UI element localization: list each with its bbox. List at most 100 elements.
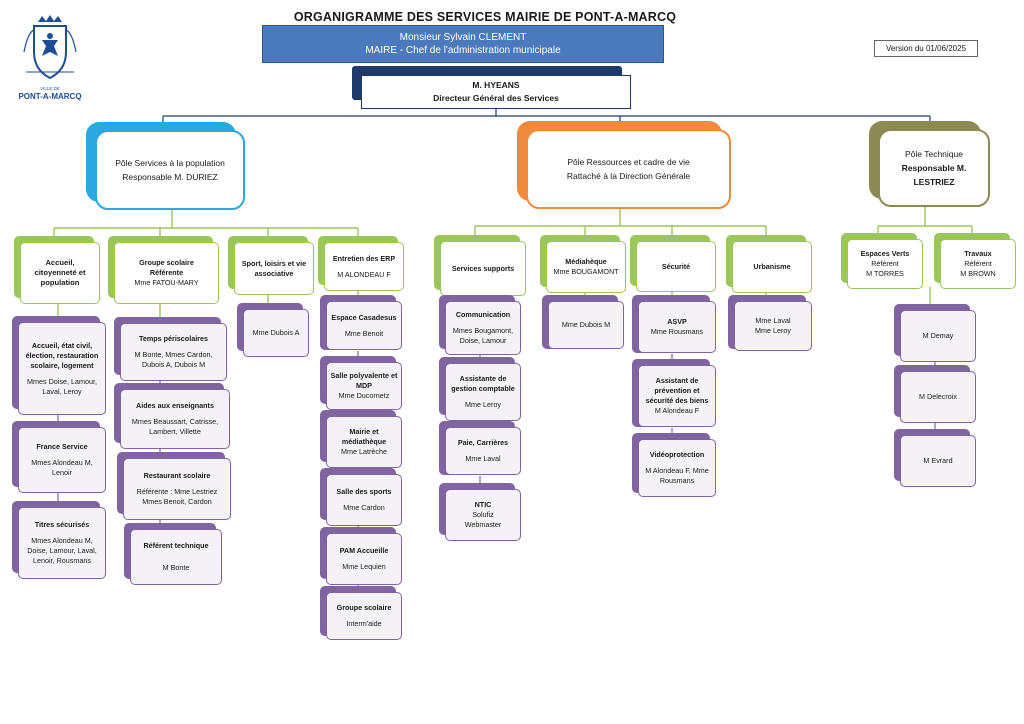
ref-tech-title: Référent technique bbox=[143, 541, 209, 550]
france-service-people: Mmes Alondeau M, Lenoir bbox=[31, 458, 93, 477]
entretien-erp: Entretien des ERP M ALONDEAU F bbox=[324, 242, 404, 291]
dgs-role: Directeur Général des Services bbox=[433, 93, 559, 103]
pole-ressources-head: Rattaché à la Direction Générale bbox=[566, 171, 691, 181]
communication-people: Mmes Bougamont, Doise, Lamour bbox=[452, 326, 514, 345]
sport-loisirs: Sport, loisirs et vie associative bbox=[234, 242, 314, 295]
communication-title: Communication bbox=[455, 310, 511, 319]
titres-securises: Titres sécurisés Mmes Alondeau M, Doise,… bbox=[18, 507, 106, 579]
accueil-etat-people: Mmes Doise, Lamour, Laval, Leroy bbox=[27, 376, 97, 396]
aides-title: Aides aux enseignants bbox=[136, 401, 214, 410]
restaurant-title: Restaurant scolaire bbox=[143, 471, 211, 480]
delecroix-name: M Delecroix bbox=[919, 392, 957, 401]
securite: Sécurité bbox=[636, 241, 716, 292]
communication: Communication Mmes Bougamont, Doise, Lam… bbox=[445, 301, 521, 355]
paie-people: Mme Laval bbox=[465, 454, 501, 463]
titres-people: Mmes Alondeau M, Doise, Lamour, Laval, L… bbox=[27, 536, 97, 565]
logo-town-name: PONT-A-MARCQ bbox=[18, 92, 82, 101]
france-service-title: France Service bbox=[36, 442, 88, 451]
restaurant-role: Référente : Mme Lestriez bbox=[136, 487, 218, 496]
urbanisme-person-2: Mme Leroy bbox=[755, 326, 791, 335]
pam-accueille: PAM Accueille Mme Lequien bbox=[326, 533, 402, 585]
videoprotection: Vidéoprotection M Alondeau F, Mme Rousma… bbox=[638, 439, 716, 497]
mayor-role: MAIRE - Chef de l'administration municip… bbox=[365, 45, 561, 56]
mairie-mediatheque: Mairie et médiathèque Mme Latrèche bbox=[326, 416, 402, 468]
sport-person: Mme Dubois A bbox=[243, 309, 309, 357]
ntic-line2: Solufiz bbox=[472, 510, 494, 519]
salle-polyvalente: Salle polyvalente et MDP Mme Ducornetz bbox=[326, 362, 402, 410]
mediatheque-people: Mme BOUGAMONT bbox=[553, 267, 619, 276]
accueil-etat-civil: Accueil, état civil, élection, restaurat… bbox=[18, 322, 106, 415]
salle-des-sports: Salle des sports Mme Cardon bbox=[326, 474, 402, 526]
pole-technique-title: Pôle Technique bbox=[905, 149, 963, 159]
page-title: ORGANIGRAMME DES SERVICES MAIRIE DE PONT… bbox=[293, 10, 677, 24]
pole-population: Pôle Services à la population Responsabl… bbox=[95, 130, 245, 210]
assistant-prev-people: M Alondeau F bbox=[654, 406, 700, 415]
referent-technique: Référent technique M Bonte bbox=[130, 529, 222, 585]
casadesus-people: Mme Benoit bbox=[344, 328, 384, 338]
paie-title: Paie, Carrières bbox=[457, 438, 509, 447]
pole-population-title: Pôle Services à la population bbox=[115, 158, 225, 168]
sport-person-name: Mme Dubois A bbox=[252, 328, 300, 337]
groupe-scolaire-role: Référente bbox=[149, 268, 184, 277]
aides-enseignants: Aides aux enseignants Mmes Beaussart, Ca… bbox=[120, 389, 230, 449]
securite-title: Sécurité bbox=[661, 261, 691, 271]
entretien-title: Entretien des ERP bbox=[332, 253, 396, 263]
paie-carrieres: Paie, Carrières Mme Laval bbox=[445, 427, 521, 475]
salle-sports-title: Salle des sports bbox=[336, 487, 392, 496]
asvp-people: Mme Rousmans bbox=[650, 327, 704, 336]
asvp-title: ASVP bbox=[667, 317, 687, 326]
accueil-title: Accueil, citoyenneté et population bbox=[34, 258, 86, 287]
travaux-role: Référent bbox=[964, 259, 992, 268]
restaurant-people: Mmes Benoit, Cardon bbox=[142, 497, 212, 506]
pole-technique-head-name: LESTRIEZ bbox=[913, 177, 955, 187]
aides-people: Mmes Beaussart, Catrisse, Lambert, Ville… bbox=[131, 417, 219, 436]
services-supports: Services supports bbox=[440, 241, 526, 296]
salle-poly-title: Salle polyvalente et MDP bbox=[330, 371, 398, 390]
espaces-verts-role: Référent bbox=[871, 259, 899, 268]
espaces-verts-title: Espaces Verts bbox=[860, 249, 910, 258]
accueil-service: Accueil, citoyenneté et population bbox=[20, 242, 100, 304]
video-people: M Alondeau F, Mme Rousmans bbox=[645, 466, 709, 485]
version-label: Version du 01/06/2025 bbox=[874, 40, 978, 57]
pole-technique-head: Responsable M. bbox=[901, 163, 967, 173]
assistant-prev-title: Assistant de prévention et sécurité des … bbox=[645, 376, 709, 405]
evrard-name: M Evrard bbox=[923, 456, 953, 465]
agent-delecroix: M Delecroix bbox=[900, 371, 976, 423]
groupe-scolaire-people: Mme FATOU-MARY bbox=[134, 278, 199, 287]
pole-population-head: Responsable M. DURIEZ bbox=[122, 172, 218, 182]
assistante-gestion: Assistante de gestion comptable Mme Lero… bbox=[445, 363, 521, 421]
coat-of-arms-icon bbox=[23, 15, 77, 80]
titres-title: Titres sécurisés bbox=[34, 520, 90, 529]
urbanisme-people: Mme Laval Mme Leroy bbox=[734, 301, 812, 351]
mediatheque-title: Médiahèque bbox=[565, 257, 607, 266]
groupe-scolaire: Groupe scolaire Référente Mme FATOU-MARY bbox=[114, 242, 219, 304]
accueil-etat-title: Accueil, état civil, élection, restaurat… bbox=[25, 340, 99, 370]
restaurant-scolaire: Restaurant scolaire Référente : Mme Lest… bbox=[123, 458, 231, 520]
groupe-scolaire-title: Groupe scolaire bbox=[139, 258, 194, 267]
urbanisme-person-1: Mme Laval bbox=[755, 316, 791, 325]
pole-ressources: Pôle Ressources et cadre de vie Rattaché… bbox=[526, 129, 731, 209]
travaux: Travaux Référent M BROWN bbox=[940, 239, 1016, 289]
mediatheque: Médiahèque Mme BOUGAMONT bbox=[546, 241, 626, 293]
sport-title: Sport, loisirs et vie associative bbox=[241, 258, 307, 278]
demay-name: M Demay bbox=[922, 331, 954, 340]
ref-tech-people: M Bonte bbox=[162, 563, 190, 572]
pole-technique: Pôle Technique Responsable M. LESTRIEZ bbox=[878, 129, 990, 207]
agent-evrard: M Evrard bbox=[900, 435, 976, 487]
ntic-line3: Webmaster bbox=[464, 520, 502, 529]
supports-title: Services supports bbox=[451, 263, 515, 273]
groupe-scolaire-intermaide: Groupe scolaire Interm'aide bbox=[326, 592, 402, 640]
groupe-scolaire2-title: Groupe scolaire bbox=[336, 603, 392, 612]
dgs-box: M. HYEANS Directeur Général des Services bbox=[361, 75, 631, 109]
travaux-people: M BROWN bbox=[960, 269, 996, 278]
france-service: France Service Mmes Alondeau M, Lenoir bbox=[18, 427, 106, 493]
mairie-media-title: Mairie et médiathèque bbox=[341, 427, 387, 446]
temps-periscolaires: Temps périscolaires M Bonte, Mmes Cardon… bbox=[120, 323, 227, 381]
dgs-name: M. HYEANS bbox=[472, 80, 520, 90]
mairie-media-people: Mme Latrèche bbox=[341, 447, 387, 456]
town-logo bbox=[18, 12, 82, 104]
mediatheque-person-name: Mme Dubois M bbox=[561, 320, 611, 329]
espace-casadesus: Espace Casadesus Mme Benoit bbox=[326, 301, 402, 350]
asvp: ASVP Mme Rousmans bbox=[638, 301, 716, 353]
